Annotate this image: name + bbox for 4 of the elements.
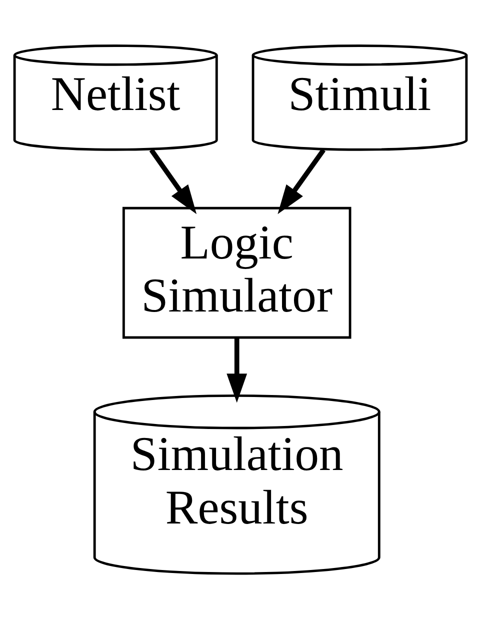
- arrow: [226, 337, 248, 402]
- node-box: Logic Simulator: [122, 206, 352, 338]
- arrow: [149, 148, 197, 214]
- arrow: [278, 148, 326, 214]
